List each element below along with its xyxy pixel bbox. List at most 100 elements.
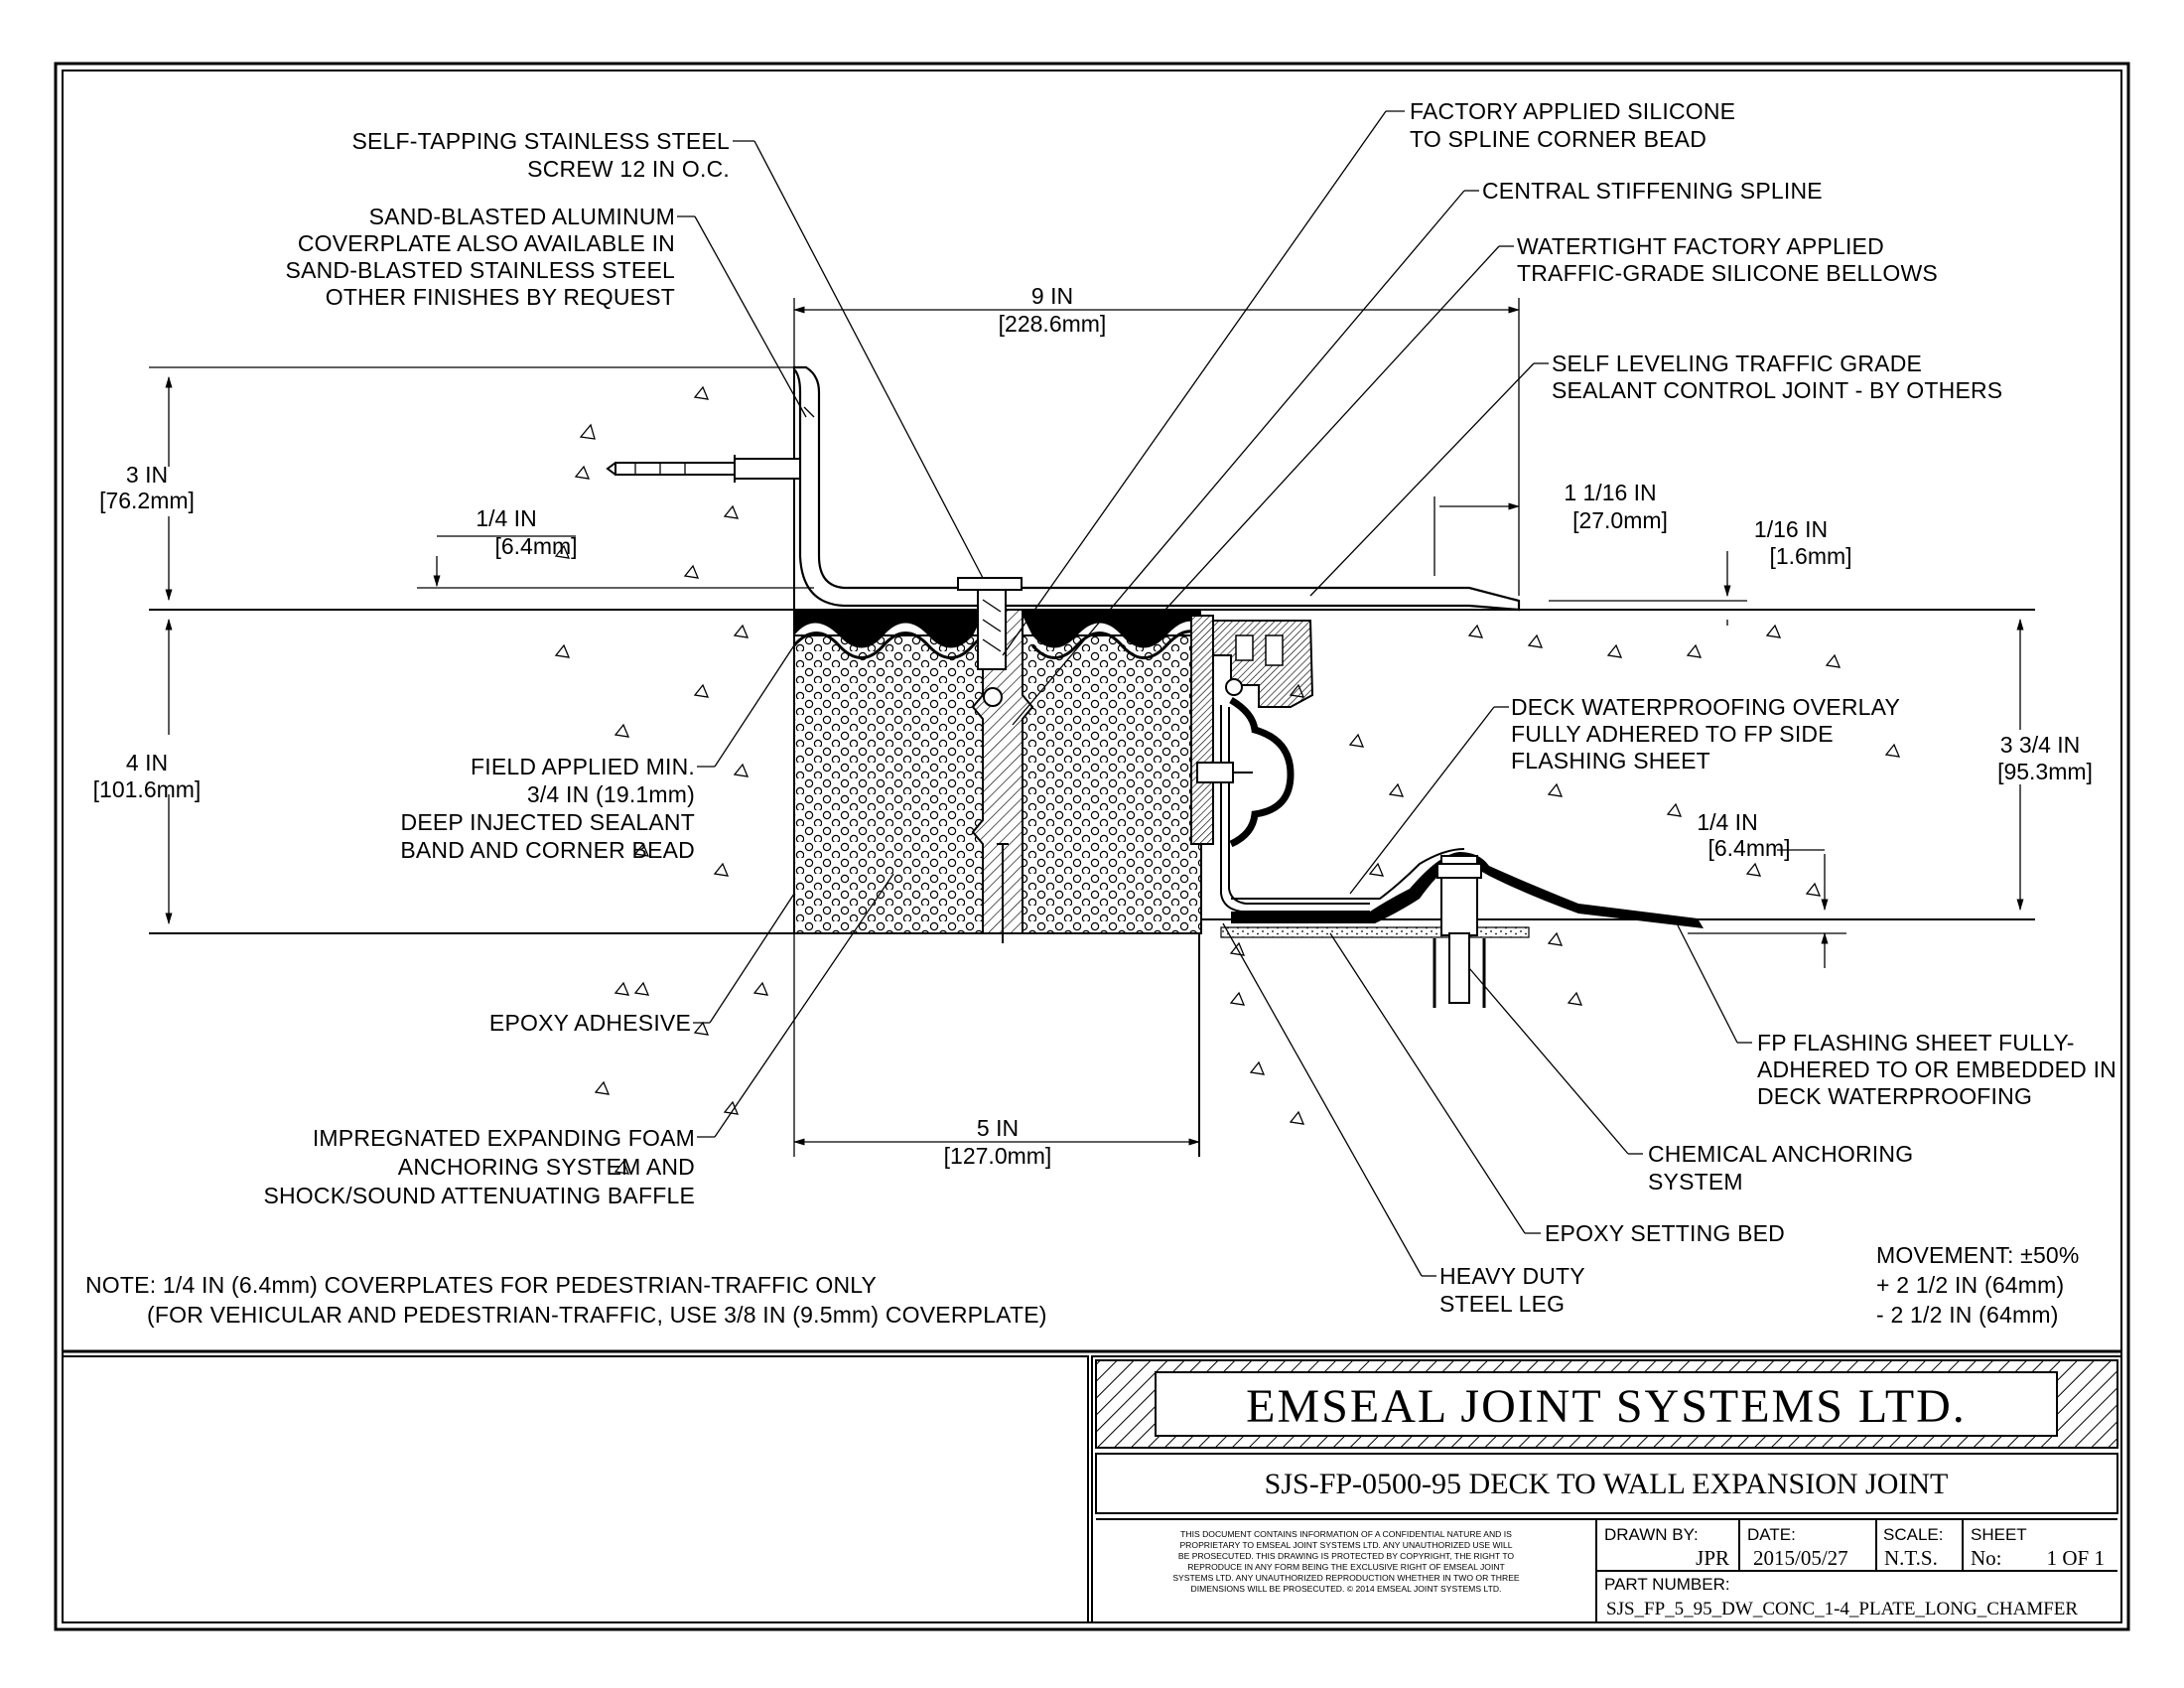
svg-text:FIELD APPLIED MIN.: FIELD APPLIED MIN. <box>471 754 695 779</box>
svg-text:SHOCK/SOUND ATTENUATING BAFFLE: SHOCK/SOUND ATTENUATING BAFFLE <box>263 1183 695 1208</box>
dim-sixteenth: 1/16 IN [1.6mm] <box>1754 516 1852 569</box>
svg-text:DEEP INJECTED SEALANT: DEEP INJECTED SEALANT <box>401 809 695 835</box>
svg-text:[228.6mm]: [228.6mm] <box>999 311 1107 337</box>
callout-fp-flashing: FP FLASHING SHEET FULLY- ADHERED TO OR E… <box>1757 1030 2116 1109</box>
svg-text:[27.0mm]: [27.0mm] <box>1572 507 1668 533</box>
svg-text:SELF LEVELING TRAFFIC GRADE: SELF LEVELING TRAFFIC GRADE <box>1552 351 1922 376</box>
movement-spec: MOVEMENT: ±50% + 2 1/2 IN (64mm) - 2 1/2… <box>1876 1242 2079 1328</box>
callout-bellows: WATERTIGHT FACTORY APPLIED TRAFFIC-GRADE… <box>1517 233 1938 286</box>
dim-5in: 5 IN [127.0mm] <box>944 1115 1052 1169</box>
svg-text:ANCHORING SYSTEM AND: ANCHORING SYSTEM AND <box>398 1154 695 1180</box>
dimension-lines <box>149 298 2024 1157</box>
svg-text:THIS DOCUMENT CONTAINS INFORMA: THIS DOCUMENT CONTAINS INFORMATION OF A … <box>1180 1529 1512 1539</box>
svg-text:[6.4mm]: [6.4mm] <box>1707 835 1790 861</box>
date-label: DATE: <box>1747 1525 1796 1544</box>
svg-text:SYSTEM: SYSTEM <box>1648 1169 1743 1195</box>
callout-sealant-joint: SELF LEVELING TRAFFIC GRADE SEALANT CONT… <box>1552 351 2002 403</box>
dim-3-3-4in: 3 3/4 IN [95.3mm] <box>1997 732 2093 784</box>
drawn-by-label: DRAWN BY: <box>1604 1525 1699 1544</box>
svg-text:SAND-BLASTED STAINLESS STEEL: SAND-BLASTED STAINLESS STEEL <box>286 257 675 283</box>
title-block-empty-panel <box>62 1355 1089 1623</box>
stainless-screw <box>957 577 1023 707</box>
callout-silicone-bead: FACTORY APPLIED SILICONE TO SPLINE CORNE… <box>1410 98 1735 152</box>
svg-text:FULLY ADHERED TO FP SIDE: FULLY ADHERED TO FP SIDE <box>1511 721 1834 747</box>
svg-text:DECK WATERPROOFING OVERLAY: DECK WATERPROOFING OVERLAY <box>1511 694 1900 720</box>
svg-text:TO SPLINE CORNER BEAD: TO SPLINE CORNER BEAD <box>1410 126 1706 152</box>
concrete-aggregate <box>554 385 1901 1175</box>
svg-text:COVERPLATE ALSO AVAILABLE IN: COVERPLATE ALSO AVAILABLE IN <box>298 230 675 256</box>
svg-text:1 1/16 IN: 1 1/16 IN <box>1564 480 1656 505</box>
svg-text:- 2 1/2 IN (64mm): - 2 1/2 IN (64mm) <box>1876 1302 2059 1328</box>
svg-text:[127.0mm]: [127.0mm] <box>944 1143 1052 1169</box>
svg-text:DECK WATERPROOFING: DECK WATERPROOFING <box>1757 1083 2032 1109</box>
svg-text:CENTRAL STIFFENING SPLINE: CENTRAL STIFFENING SPLINE <box>1482 178 1823 204</box>
leader-lines <box>677 110 1752 1277</box>
svg-text:FP FLASHING SHEET FULLY-: FP FLASHING SHEET FULLY- <box>1757 1030 2075 1055</box>
svg-text:3 IN: 3 IN <box>126 462 168 488</box>
part-number-value: SJS_FP_5_95_DW_CONC_1-4_PLATE_LONG_CHAMF… <box>1606 1599 2078 1619</box>
svg-text:BAND AND CORNER BEAD: BAND AND CORNER BEAD <box>400 837 695 863</box>
svg-text:REPRODUCE IN ANY FORM BEING TH: REPRODUCE IN ANY FORM BEING THE EXCLUSIV… <box>1187 1562 1505 1572</box>
dim-4in: 4 IN [101.6mm] <box>93 750 202 802</box>
callout-spline: CENTRAL STIFFENING SPLINE <box>1482 178 1823 204</box>
svg-text:4 IN: 4 IN <box>126 750 168 775</box>
coverplate-note: NOTE: 1/4 IN (6.4mm) COVERPLATES FOR PED… <box>85 1272 1047 1328</box>
company-name: EMSEAL JOINT SYSTEMS LTD. <box>1246 1380 1967 1433</box>
confidentiality-disclaimer: THIS DOCUMENT CONTAINS INFORMATION OF A … <box>1172 1529 1520 1594</box>
svg-text:1/4 IN: 1/4 IN <box>476 505 536 531</box>
part-number-label: PART NUMBER: <box>1604 1575 1730 1594</box>
svg-text:CHEMICAL ANCHORING: CHEMICAL ANCHORING <box>1648 1141 1913 1167</box>
svg-text:STEEL LEG: STEEL LEG <box>1439 1291 1565 1317</box>
svg-text:SYSTEMS LTD. ANY UNAUTHORIZED: SYSTEMS LTD. ANY UNAUTHORIZED REPRODUCTI… <box>1172 1573 1520 1583</box>
callout-epoxy-adhesive: EPOXY ADHESIVE <box>489 1010 691 1036</box>
wall-anchor <box>606 455 801 483</box>
joint-cross-section <box>149 365 2035 1175</box>
svg-text:(FOR VEHICULAR AND PEDESTRIAN-: (FOR VEHICULAR AND PEDESTRIAN-TRAFFIC, U… <box>147 1302 1047 1328</box>
svg-text:[6.4mm]: [6.4mm] <box>494 533 577 559</box>
svg-text:SEALANT CONTROL JOINT - BY OTH: SEALANT CONTROL JOINT - BY OTHERS <box>1552 377 2002 403</box>
dim-chamfer: 1 1/16 IN [27.0mm] <box>1564 480 1668 533</box>
fp-flashing-sheet <box>1231 852 1704 928</box>
svg-text:5 IN: 5 IN <box>977 1115 1019 1141</box>
callout-screw: SELF-TAPPING STAINLESS STEEL SCREW 12 IN… <box>351 128 729 182</box>
svg-text:EPOXY SETTING BED: EPOXY SETTING BED <box>1545 1220 1785 1246</box>
svg-text:+ 2 1/2 IN (64mm): + 2 1/2 IN (64mm) <box>1876 1272 2064 1298</box>
aluminum-coverplate <box>792 365 1521 612</box>
svg-text:NOTE: 1/4 IN (6.4mm) COVERPLAT: NOTE: 1/4 IN (6.4mm) COVERPLATES FOR PED… <box>85 1272 877 1298</box>
svg-text:IMPREGNATED EXPANDING FOAM: IMPREGNATED EXPANDING FOAM <box>313 1125 695 1151</box>
sheet-label: SHEET <box>1971 1525 2027 1544</box>
title-block: EMSEAL JOINT SYSTEMS LTD. SJS-FP-0500-95… <box>62 1355 2122 1623</box>
svg-text:BE PROSECUTED. THIS DRAWING IS: BE PROSECUTED. THIS DRAWING IS PROTECTED… <box>1178 1551 1515 1561</box>
silicone-bellows-left <box>794 610 983 648</box>
svg-text:[76.2mm]: [76.2mm] <box>99 488 195 513</box>
callout-field-sealant: FIELD APPLIED MIN. 3/4 IN (19.1mm) DEEP … <box>400 754 695 863</box>
svg-text:[1.6mm]: [1.6mm] <box>1769 543 1851 569</box>
svg-text:HEAVY DUTY: HEAVY DUTY <box>1439 1263 1585 1289</box>
scale-label: SCALE: <box>1883 1525 1943 1544</box>
svg-text:WATERTIGHT FACTORY APPLIED: WATERTIGHT FACTORY APPLIED <box>1517 233 1884 259</box>
svg-text:3 3/4 IN: 3 3/4 IN <box>2000 732 2081 758</box>
svg-text:DIMENSIONS WILL BE PROSECUTED.: DIMENSIONS WILL BE PROSECUTED. © 2014 EM… <box>1191 1584 1502 1594</box>
svg-text:1/16 IN: 1/16 IN <box>1754 516 1828 542</box>
callout-coverplate: SAND-BLASTED ALUMINUM COVERPLATE ALSO AV… <box>286 204 675 310</box>
scale-value: N.T.S. <box>1884 1546 1938 1570</box>
sheet-no-label: No: <box>1971 1546 2002 1570</box>
callout-epoxy-bed: EPOXY SETTING BED <box>1545 1220 1785 1246</box>
svg-text:FACTORY APPLIED SILICONE: FACTORY APPLIED SILICONE <box>1410 98 1735 124</box>
svg-text:ADHERED TO OR EMBEDDED IN: ADHERED TO OR EMBEDDED IN <box>1757 1056 2116 1082</box>
dim-quarter-plate: 1/4 IN [6.4mm] <box>476 505 577 559</box>
svg-text:[101.6mm]: [101.6mm] <box>93 776 202 802</box>
dim-9in: 9 IN [228.6mm] <box>999 283 1107 337</box>
svg-text:FLASHING SHEET: FLASHING SHEET <box>1511 748 1710 774</box>
date-value: 2015/05/27 <box>1753 1546 1848 1570</box>
svg-text:EPOXY ADHESIVE: EPOXY ADHESIVE <box>489 1010 691 1036</box>
callout-deck-overlay: DECK WATERPROOFING OVERLAY FULLY ADHERED… <box>1511 694 1900 774</box>
svg-text:OTHER FINISHES BY REQUEST: OTHER FINISHES BY REQUEST <box>326 284 675 310</box>
svg-text:1/4 IN: 1/4 IN <box>1697 809 1757 835</box>
dim-quarter-leg: 1/4 IN [6.4mm] <box>1697 809 1790 861</box>
callout-steel-leg: HEAVY DUTY STEEL LEG <box>1439 1263 1585 1317</box>
callout-foam: IMPREGNATED EXPANDING FOAM ANCHORING SYS… <box>263 1125 695 1208</box>
steel-leg-assembly <box>1190 615 1370 913</box>
svg-text:[95.3mm]: [95.3mm] <box>1997 759 2093 784</box>
